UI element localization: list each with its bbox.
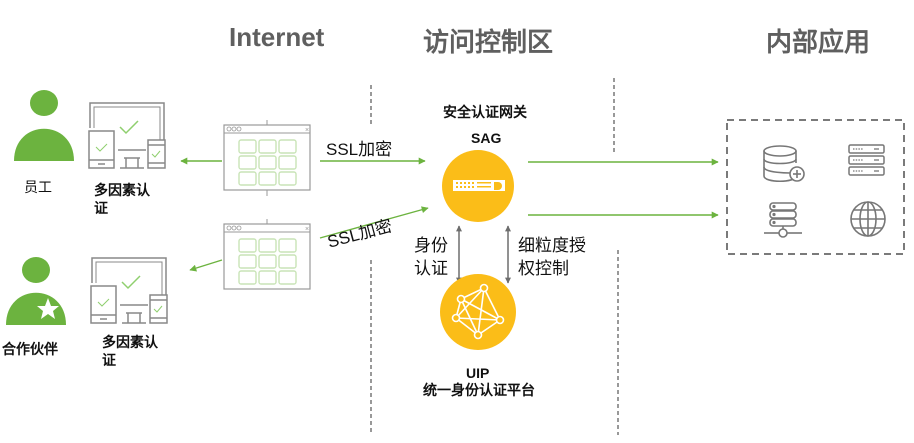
multi-device-icon	[90, 257, 168, 324]
svg-text:×: ×	[305, 226, 309, 233]
partner-label: 合作伙伴	[2, 341, 58, 357]
uip-abbr: UIP	[466, 365, 490, 381]
employee-mfa-label-line1: 多因素认	[94, 182, 150, 198]
employee-person-icon	[14, 90, 74, 161]
server-network-icon	[764, 202, 802, 238]
arrow-to-partner	[189, 259, 223, 272]
employee-mfa-label-line2: 证	[94, 200, 108, 216]
browser-window-icon: ×	[223, 120, 311, 196]
uip-platform-node	[440, 274, 516, 350]
identity-auth-label-line2: 认证	[414, 259, 448, 278]
multi-device-icon	[88, 102, 166, 169]
partner-person-icon	[6, 257, 66, 325]
zone-title-access-control: 访问控制区	[423, 27, 554, 57]
browser-window-icon: ×	[223, 219, 311, 290]
ssl-encryption-label-top: SSL加密	[326, 140, 393, 159]
identity-auth-label-line1: 身份	[414, 236, 448, 255]
fine-grained-control-label-line2: 权控制	[518, 259, 569, 278]
svg-text:×: ×	[305, 127, 309, 134]
network-mesh-icon	[451, 283, 505, 340]
partner-mfa-label-line1: 多因素认	[102, 334, 158, 350]
uip-title: 统一身份认证平台	[423, 382, 535, 398]
internal-apps-box	[726, 119, 905, 255]
globe-icon	[850, 201, 886, 237]
sag-title: 安全认证网关	[443, 104, 527, 120]
network-appliance-icon	[453, 180, 505, 191]
database-add-icon	[763, 145, 805, 183]
zone-title-internet: Internet	[229, 22, 325, 52]
fine-grained-control-label-line1: 细粒度授	[518, 236, 586, 255]
sag-abbr: SAG	[471, 130, 502, 146]
server-rack-icon	[848, 144, 885, 176]
sag-gateway-node	[442, 150, 514, 222]
zone-title-internal-apps: 内部应用	[766, 27, 871, 57]
employee-label: 员工	[24, 179, 52, 195]
arrow-ssl-bottom	[319, 206, 429, 239]
partner-mfa-label-line2: 证	[102, 352, 116, 368]
